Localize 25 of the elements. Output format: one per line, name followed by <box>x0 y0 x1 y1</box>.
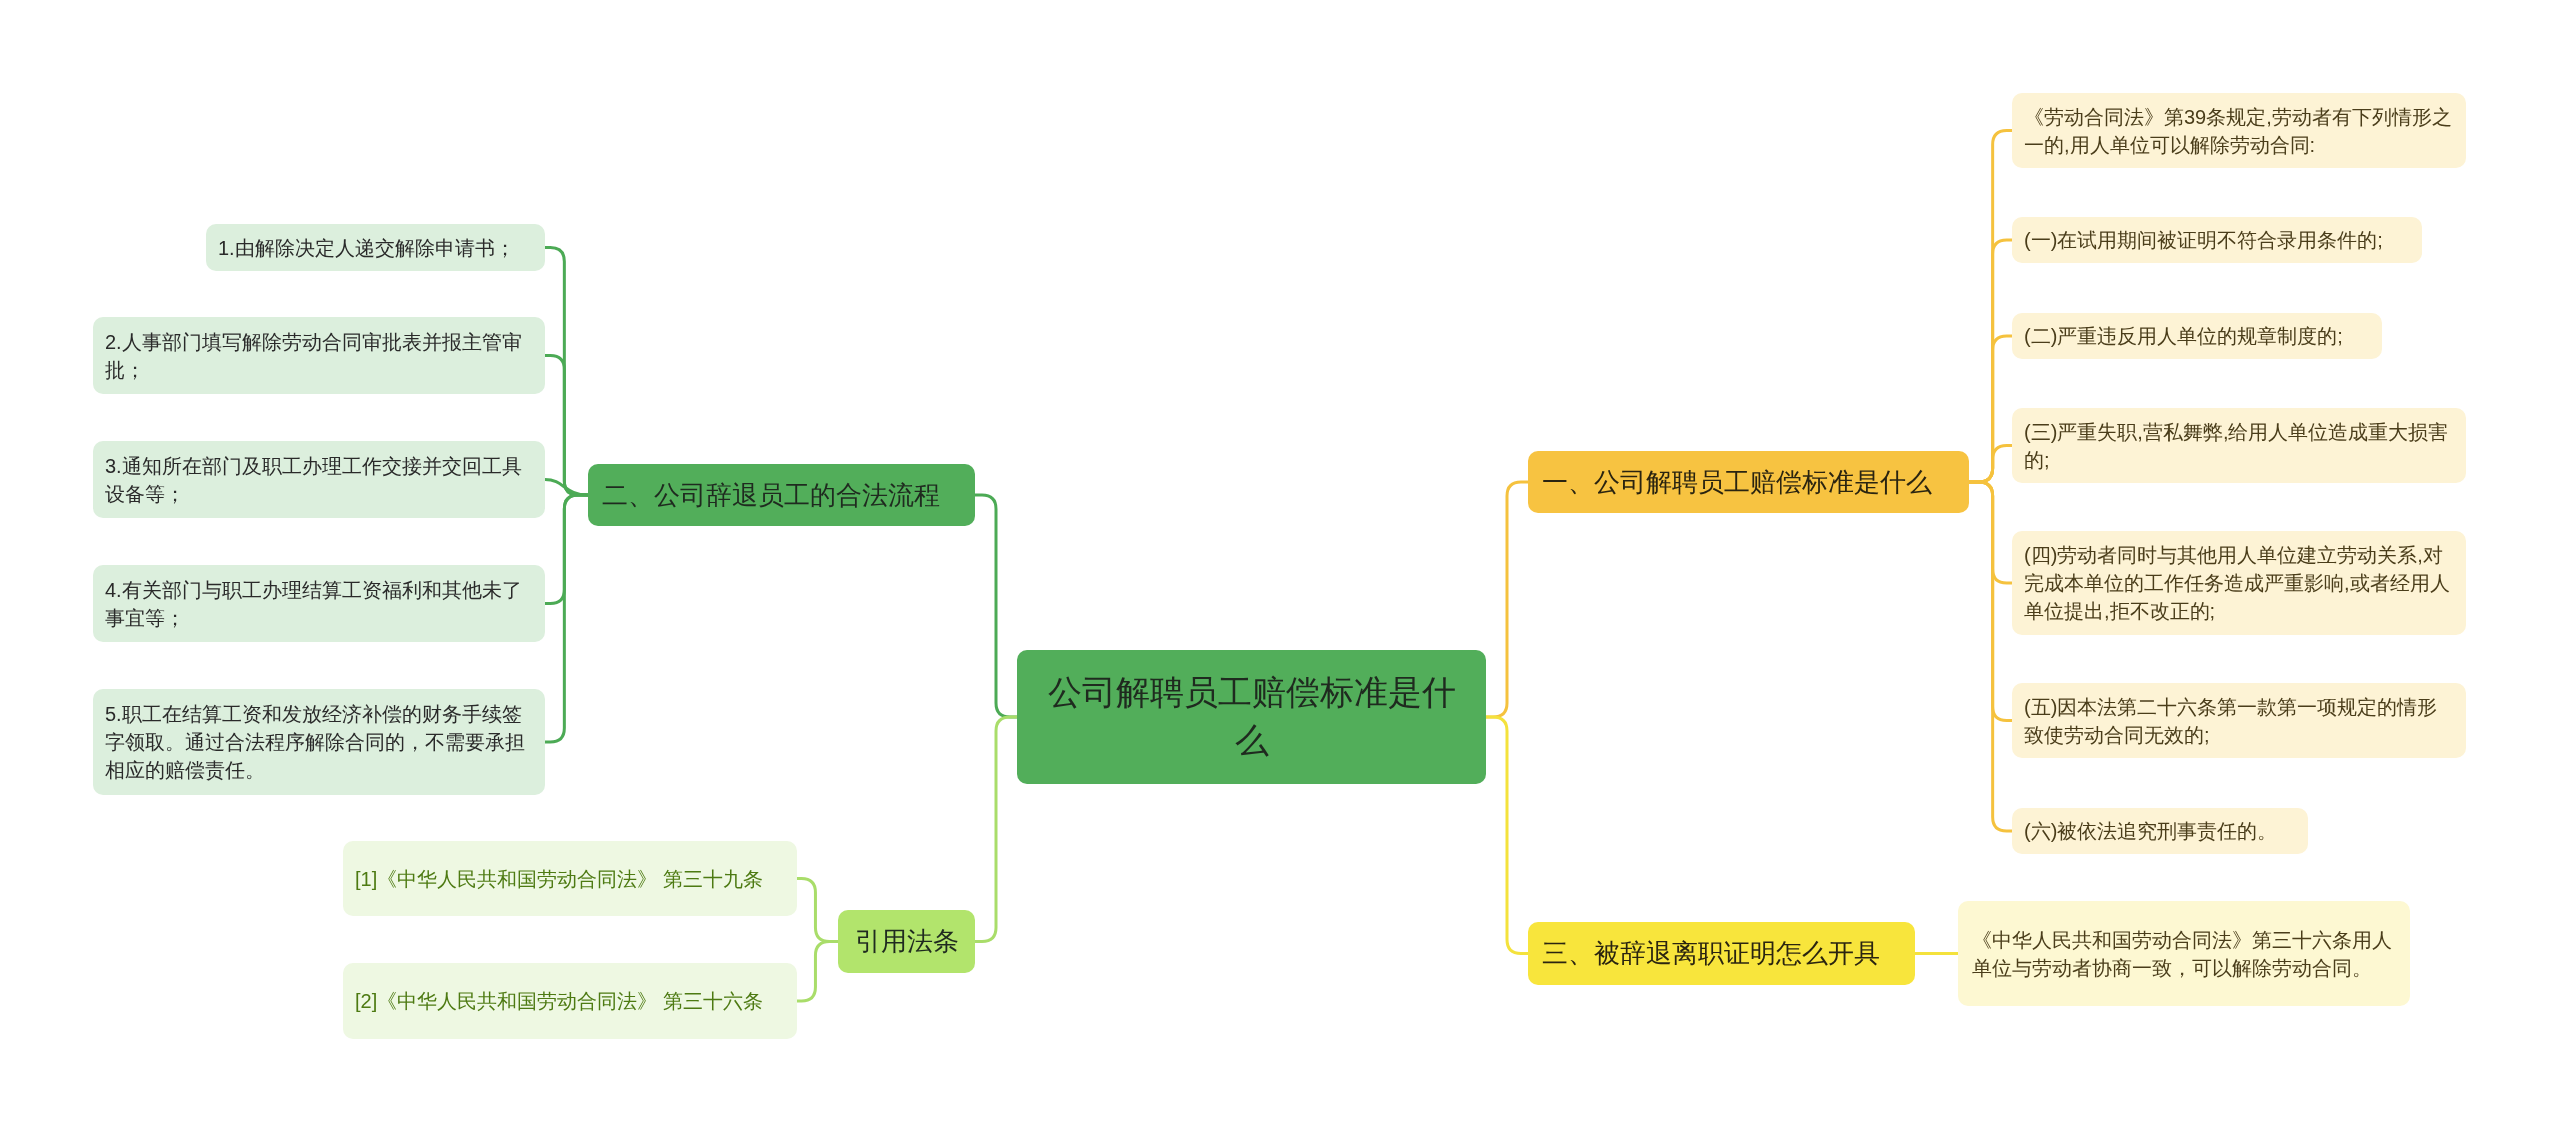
connector-line <box>1486 715 1528 955</box>
leaf-box: 《中华人民共和国劳动合同法》第三十六条用人单位与劳动者协商一致，可以解除劳动合同。 <box>1958 901 2410 1006</box>
connector-line <box>797 940 838 1003</box>
connector-line <box>975 715 1017 943</box>
branch-box: 一、公司解聘员工赔偿标准是什么 <box>1528 451 1969 513</box>
connector-line <box>544 478 589 497</box>
leaf-box: (二)严重违反用人单位的规章制度的; <box>2012 313 2382 359</box>
leaf-box: (三)严重失职,营私舞弊,给用人单位造成重大损害的; <box>2012 408 2466 483</box>
leaf-box: (五)因本法第二十六条第一款第一项规定的情形致使劳动合同无效的; <box>2012 683 2466 758</box>
branch-box: 三、被辞退离职证明怎么开具 <box>1528 922 1915 985</box>
leaf-box: [2]《中华人民共和国劳动合同法》 第三十六条 <box>343 963 797 1039</box>
leaf-box: 5.职工在结算工资和发放经济补偿的财务手续签字领取。通过合法程序解除合同的，不需要承担相应的赔偿责任。 <box>93 689 545 795</box>
topic-box: 公司解聘员工赔偿标准是什么 <box>1017 650 1486 784</box>
leaf-box: 1.由解除决定人递交解除申请书； <box>206 224 545 271</box>
leaf-box: (六)被依法追究刑事责任的。 <box>2012 808 2308 854</box>
leaf-box: (四)劳动者同时与其他用人单位建立劳动关系,对完成本单位的工作任务造成严重影响,或者经用人单位提出,拒不改正的; <box>2012 531 2466 635</box>
branch-box: 引用法条 <box>838 910 975 973</box>
leaf-box: 2.人事部门填写解除劳动合同审批表并报主管审批； <box>93 317 545 394</box>
connector-line <box>1915 952 1958 955</box>
leaf-box: (一)在试用期间被证明不符合录用条件的; <box>2012 217 2422 263</box>
leaf-box: 3.通知所在部门及职工办理工作交接并交回工具设备等； <box>93 441 545 518</box>
leaf-box: 4.有关部门与职工办理结算工资福利和其他未了事宜等； <box>93 565 545 642</box>
leaf-box: [1]《中华人民共和国劳动合同法》 第三十九条 <box>343 841 797 916</box>
branch-box: 二、公司辞退员工的合法流程 <box>588 464 975 526</box>
leaf-box: 《劳动合同法》第39条规定,劳动者有下列情形之一的,用人单位可以解除劳动合同: <box>2012 93 2466 168</box>
